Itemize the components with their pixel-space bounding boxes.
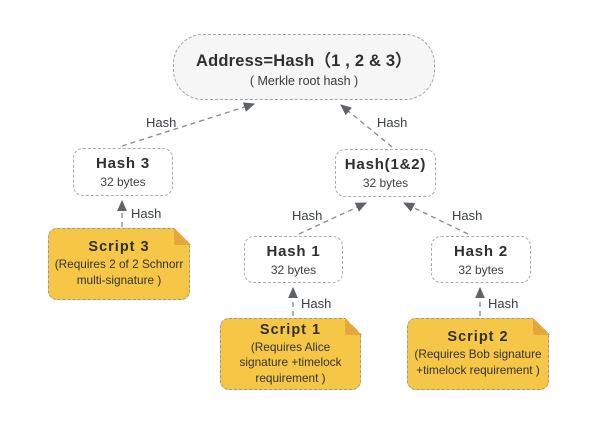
hash12-bytes: 32 bytes — [362, 176, 409, 190]
edge-label-hash: Hash — [292, 208, 323, 223]
hash1-title: Hash 1 — [266, 242, 321, 260]
script2-title: Script 2 — [447, 329, 509, 346]
edge-hash1-hash12 — [298, 202, 368, 235]
merkle-root-title: Address=Hash（1 , 2 & 3） — [196, 51, 412, 70]
hash2-bytes: 32 bytes — [458, 262, 504, 277]
edge-label-hash: Hash — [146, 115, 177, 130]
edge-hash12-root — [340, 104, 393, 148]
hash3-title: Hash 3 — [96, 155, 150, 172]
hash12-node: Hash(1&2) 32 bytes — [335, 149, 436, 197]
hash12-title: Hash(1&2) — [344, 156, 427, 173]
hash1-node: Hash 1 32 bytes — [244, 236, 343, 283]
hash2-title: Hash 2 — [454, 242, 508, 260]
edge-label-hash: Hash — [377, 115, 408, 130]
script1-title: Script 1 — [259, 321, 322, 338]
script3-node: Script 3 (Requires 2 of 2 Schnorr multi-… — [48, 227, 191, 300]
script3-description: (Requires 2 of 2 Schnorr multi-signature… — [54, 257, 184, 287]
script1-node: Script 1 (Requires Alice signature +time… — [220, 317, 362, 390]
hash3-node: Hash 3 32 bytes — [73, 148, 173, 196]
edge-label-hash: Hash — [452, 208, 483, 223]
edge-label-hash: Hash — [488, 296, 519, 311]
folded-corner-icon — [532, 317, 550, 335]
edge-label-hash: Hash — [301, 296, 332, 311]
folded-corner-icon — [344, 317, 362, 335]
folded-corner-icon — [173, 227, 191, 245]
edge-label-hash: Hash — [131, 206, 162, 221]
hash1-bytes: 32 bytes — [270, 262, 317, 277]
script3-title: Script 3 — [88, 239, 150, 256]
script2-node: Script 2 (Requires Bob signature +timelo… — [407, 317, 550, 390]
hash2-node: Hash 2 32 bytes — [431, 236, 531, 283]
edge-hash3-root — [121, 102, 256, 147]
merkle-root-node: Address=Hash（1 , 2 & 3） ( Merkle root ha… — [173, 34, 435, 100]
script1-description: (Requires Alice signature +timelock requ… — [239, 339, 342, 385]
merkle-root-subtitle: ( Merkle root hash ) — [249, 73, 359, 88]
script2-description: (Requires Bob signature +timelock requir… — [414, 347, 542, 377]
edge-hash2-hash12 — [402, 202, 469, 235]
hash3-bytes: 32 bytes — [100, 175, 146, 189]
